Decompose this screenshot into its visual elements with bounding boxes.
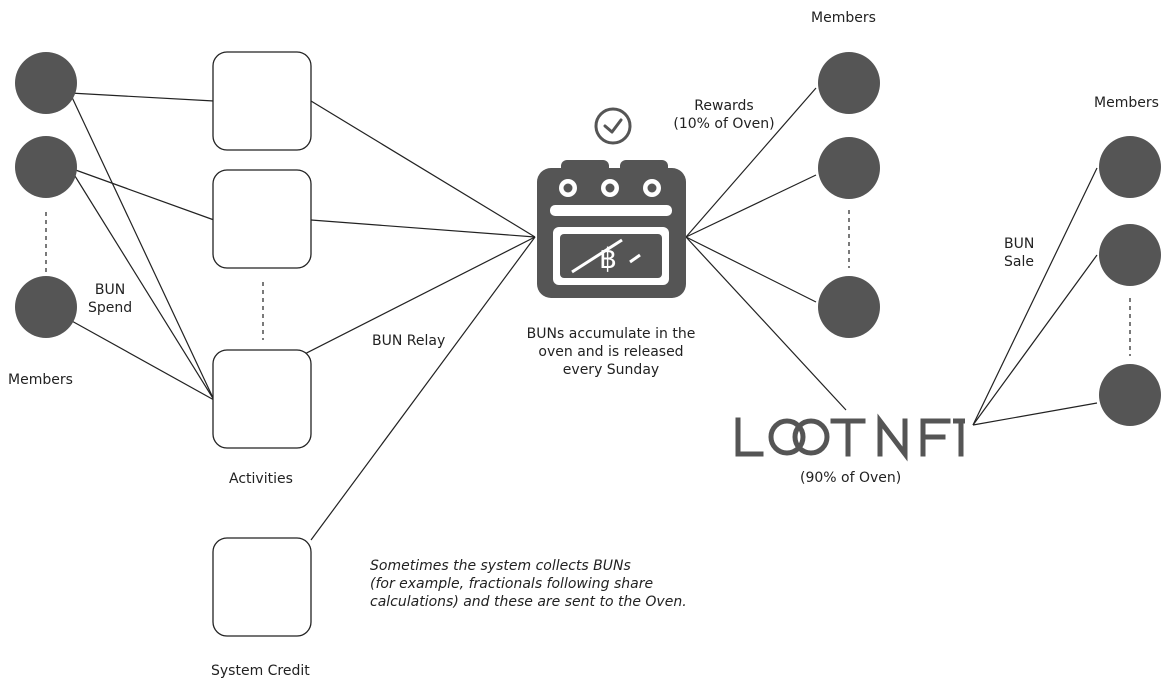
bun-spend-label: BUN Spend [88,282,133,316]
member-node [1099,364,1161,426]
connector-lines [69,87,1098,541]
ellipsis-connectors [45,210,1131,356]
activities-group [212,51,312,637]
system-credit-box [212,537,312,637]
bun-sale-label: BUN Sale [1004,236,1035,270]
loot-share-label: (90% of Oven) [800,470,902,486]
member-node [15,52,77,114]
members-top-right-label: Members [811,10,876,26]
member-node [1099,224,1161,286]
baht-symbol: ฿ [599,242,617,275]
members-top-right-group [818,52,880,338]
member-node [15,276,77,338]
members-left-group [15,52,77,338]
loot-nft-logo [735,413,965,462]
member-node [818,52,880,114]
activities-label: Activities [229,471,293,487]
members-left-label: Members [8,372,73,388]
clock-icon [594,107,632,145]
member-node [818,276,880,338]
members-far-right-group [1099,136,1161,426]
rewards-label: Rewards (10% of Oven) [673,98,775,132]
bun-relay-label: BUN Relay [372,333,446,349]
activity-box [212,169,312,269]
member-node [1099,136,1161,198]
member-node [15,136,77,198]
system-credit-label: System Credit [211,663,310,679]
oven-icon: ฿ [537,160,686,298]
activity-box [212,349,312,449]
activity-box [212,51,312,151]
members-far-right-label: Members [1094,95,1159,111]
oven-caption: BUNs accumulate in the oven and is relea… [526,326,696,378]
system-note: Sometimes the system collects BUNs (for … [370,558,687,610]
member-node [818,137,880,199]
